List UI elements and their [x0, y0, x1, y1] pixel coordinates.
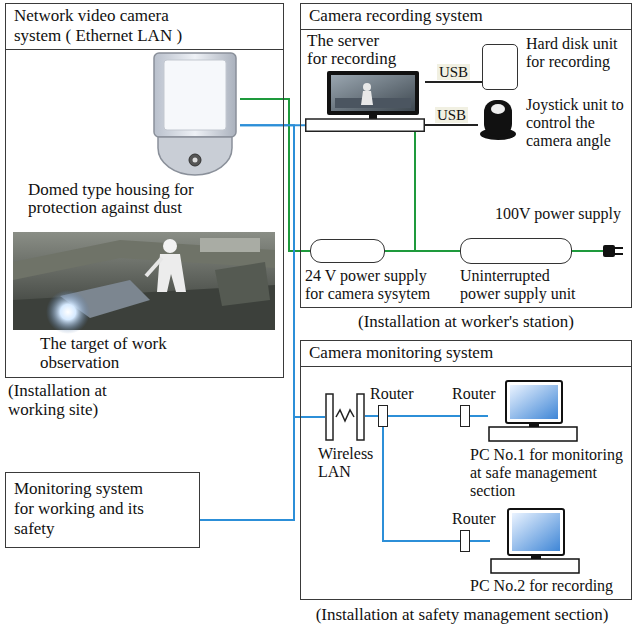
camera-drawing [150, 52, 240, 176]
system-panel: Monitoring system for working and its sa… [5, 472, 200, 548]
note-label: 100V power supply [495, 205, 630, 223]
router-box: Router [460, 530, 470, 552]
connector [385, 251, 460, 252]
panel-heading: Camera monitoring system [301, 341, 631, 367]
connector-line [200, 417, 325, 520]
work-site-photo [13, 232, 275, 334]
connector [388, 416, 460, 417]
note-label: (Installation at working site) [8, 381, 143, 419]
note-label: (Installation at worker's station) [300, 312, 632, 331]
wireless-drawing [325, 393, 365, 441]
panel-heading: Network video camera system ( Ethernet L… [6, 4, 283, 50]
connector [365, 416, 378, 417]
connector-line [425, 81, 482, 83]
note-label: The target of work observation [40, 334, 240, 372]
node-caption: PC No.1 for monitoring at safe managemen… [470, 446, 628, 500]
note-label: (Installation at safety management secti… [292, 605, 632, 624]
power-plug [572, 245, 623, 257]
connector-label: USB [437, 64, 470, 80]
node-caption: Domed type housing for protection agains… [28, 181, 248, 217]
pc-drawing [490, 508, 580, 574]
power-supply-box: 24 V power supply for camera sysytem [310, 239, 385, 263]
pc-drawing [488, 380, 578, 442]
system-panel: Camera recording systemThe server for re… [300, 3, 632, 308]
connector [240, 125, 305, 126]
node-caption: Hard disk unit for recording [526, 35, 630, 71]
connector-line [415, 132, 460, 251]
node-caption: 24 V power supply for camera sysytem [305, 267, 441, 303]
node-caption: Router [370, 385, 420, 403]
recording-pc: PC No.2 for recording [490, 508, 580, 574]
hard-disk-unit: Hard disk unit for recording [482, 44, 518, 90]
connector [425, 125, 478, 126]
monitoring-pc: PC No.1 for monitoring at safe managemen… [488, 380, 578, 442]
connector-line [470, 415, 488, 417]
connector [425, 82, 482, 83]
connector [470, 541, 490, 542]
connector-line [365, 415, 378, 417]
ups-box: Uninterrupted power supply unit [460, 238, 572, 264]
joystick-unit: Joystick unit to control the camera angl… [478, 96, 518, 140]
panel-heading: Camera recording system [301, 4, 631, 30]
connector-label: USB [435, 107, 468, 123]
connector-line [240, 124, 305, 126]
box-text: Monitoring system for working and its sa… [6, 473, 172, 545]
node-caption: The server for recording [307, 32, 400, 68]
connector [415, 132, 460, 251]
connector-line [388, 415, 460, 417]
node-caption: Router [452, 510, 502, 528]
server-drawing [305, 70, 425, 132]
wireless-lan: Wireless LAN [325, 393, 365, 441]
node-caption: Joystick unit to control the camera angl… [526, 96, 630, 150]
connector [200, 417, 325, 520]
connector-line [385, 250, 460, 252]
connector-line [470, 540, 490, 542]
connector-line [383, 427, 460, 541]
joystick-drawing [478, 96, 518, 140]
node-caption: Wireless LAN [318, 445, 380, 481]
camera-housing: Domed type housing for protection agains… [150, 52, 240, 176]
system-panel: Network video camera system ( Ethernet L… [5, 3, 284, 378]
system-panel: Camera monitoring systemWireless LAN Rout… [300, 340, 632, 600]
connector-line [425, 124, 478, 126]
node-caption: Uninterrupted power supply unit [460, 267, 582, 303]
node-caption: PC No.2 for recording [470, 577, 630, 595]
server-pc: The server for recording [305, 70, 425, 132]
connector [470, 416, 488, 417]
router-box: Router [378, 405, 388, 427]
router-box: Router [460, 405, 470, 427]
node-caption: Router [452, 385, 502, 403]
connector [383, 427, 460, 541]
